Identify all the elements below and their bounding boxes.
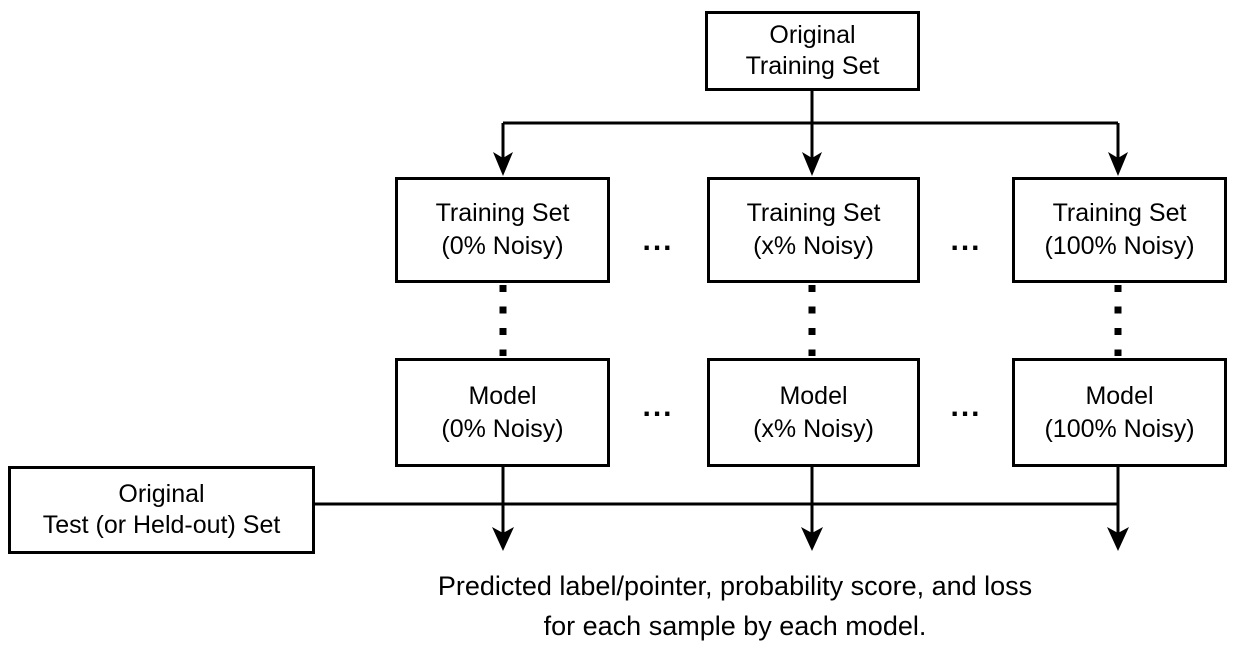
- box-label-line: (100% Noisy): [1044, 232, 1195, 260]
- training-set-0-box: Training Set (0% Noisy): [395, 177, 610, 283]
- ellipsis-training-left: ...: [642, 224, 674, 257]
- box-label-line: Training Set: [1052, 199, 1187, 227]
- box-label-line: (x% Noisy): [753, 232, 874, 260]
- model-x-box: Model (x% Noisy): [707, 358, 920, 467]
- box-label-line: Training Set: [745, 52, 880, 80]
- ellipsis-training-right: ...: [950, 224, 982, 257]
- box-label-line: Model: [1085, 381, 1154, 410]
- box-label-line: Training Set: [435, 199, 570, 227]
- arrow-down-icon: [493, 152, 513, 176]
- ellipsis-model-right: ...: [950, 390, 982, 423]
- box-label-line: (0% Noisy): [441, 232, 564, 260]
- arrow-down-icon: [802, 152, 822, 176]
- training-set-x-box: Training Set (x% Noisy): [707, 177, 920, 283]
- box-label-line: (100% Noisy): [1044, 414, 1195, 443]
- training-set-100-box: Training Set (100% Noisy): [1012, 177, 1227, 283]
- caption-line: Predicted label/pointer, probability sco…: [437, 571, 1033, 601]
- arrow-down-icon: [492, 527, 514, 551]
- box-label-line: Original: [769, 21, 856, 49]
- model-100-box: Model (100% Noisy): [1012, 358, 1227, 467]
- box-label-line: Training Set: [746, 199, 881, 227]
- arrow-down-icon: [801, 527, 823, 551]
- ellipsis-model-left: ...: [642, 390, 674, 423]
- box-label-line: Original: [118, 480, 205, 508]
- box-label-line: Test (or Held-out) Set: [42, 511, 281, 539]
- arrow-down-icon: [1107, 527, 1129, 551]
- original-test-set-box: Original Test (or Held-out) Set: [8, 466, 315, 554]
- box-label-line: Model: [468, 381, 537, 410]
- box-label-line: (0% Noisy): [441, 414, 564, 443]
- box-label-line: (x% Noisy): [753, 414, 874, 443]
- branch-connector-line: [501, 91, 1120, 160]
- caption-line: for each sample by each model.: [543, 611, 927, 641]
- box-label-line: Model: [779, 381, 848, 410]
- caption: Predicted label/pointer, probability sco…: [300, 566, 1170, 646]
- arrow-down-icon: [1108, 152, 1128, 176]
- original-training-set-box: Original Training Set: [705, 11, 920, 91]
- model-0-box: Model (0% Noisy): [395, 358, 610, 467]
- test-set-connector-line: [315, 467, 1120, 535]
